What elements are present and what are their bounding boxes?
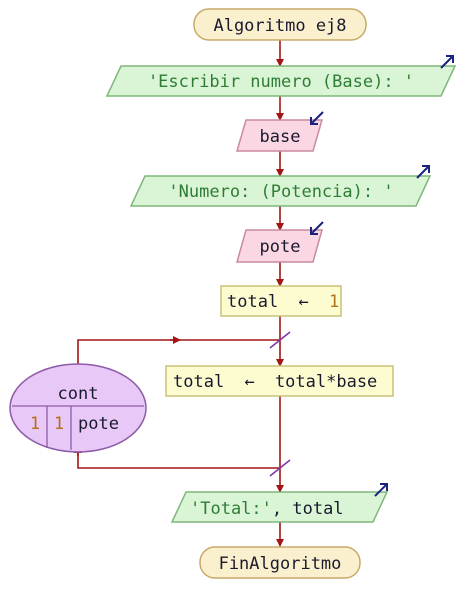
svg-text:total ← total*base: total ← total*base — [173, 372, 377, 392]
output-arrow-icon — [440, 55, 454, 69]
input-arrow-icon — [310, 221, 324, 235]
assign1-value: 1 — [329, 292, 339, 312]
assign-node-1[interactable]: total ← 1 — [220, 285, 342, 317]
read-label-2: pote — [260, 237, 301, 257]
loop-start: 1 — [30, 414, 40, 434]
loop-var: cont — [58, 384, 99, 404]
read-node-2[interactable]: pote — [236, 221, 324, 263]
read-node-1[interactable]: base — [236, 111, 324, 152]
end-label: FinAlgoritmo — [219, 554, 342, 574]
write-label-2: 'Numero: (Potencia): ' — [168, 182, 393, 202]
write3-rest: , total — [272, 499, 344, 519]
start-terminal[interactable]: Algoritmo ej8 — [193, 8, 367, 41]
assign2-arrow: ← — [244, 372, 254, 392]
loop-tick-bottom — [269, 459, 291, 477]
output-arrow-icon — [374, 483, 388, 497]
write-node-2[interactable]: 'Numero: (Potencia): ' — [129, 165, 432, 207]
loop-end: pote — [78, 414, 119, 434]
end-terminal[interactable]: FinAlgoritmo — [199, 546, 361, 579]
svg-text:'Total:', total: 'Total:', total — [190, 499, 344, 519]
write-label-1: 'Escribir numero (Base): ' — [148, 72, 414, 92]
assign1-var: total — [227, 292, 278, 312]
assign2-var: total — [173, 372, 224, 392]
write3-string: 'Total:' — [190, 499, 272, 519]
loop-tick-top — [269, 331, 291, 349]
svg-text:total ← 1: total ← 1 — [227, 292, 339, 312]
assign1-arrow: ← — [298, 292, 308, 312]
assign-node-2[interactable]: total ← total*base — [165, 365, 394, 397]
read-label-1: base — [260, 127, 301, 147]
loop-step: 1 — [54, 414, 64, 434]
write-node-3[interactable]: 'Total:', total — [170, 483, 389, 523]
output-arrow-icon — [416, 165, 430, 179]
loop-node[interactable]: cont 1 1 pote — [9, 363, 147, 453]
input-arrow-icon — [310, 111, 324, 125]
start-label: Algoritmo ej8 — [213, 16, 346, 36]
assign2-expr: total*base — [275, 372, 377, 392]
write-node-1[interactable]: 'Escribir numero (Base): ' — [105, 55, 457, 97]
